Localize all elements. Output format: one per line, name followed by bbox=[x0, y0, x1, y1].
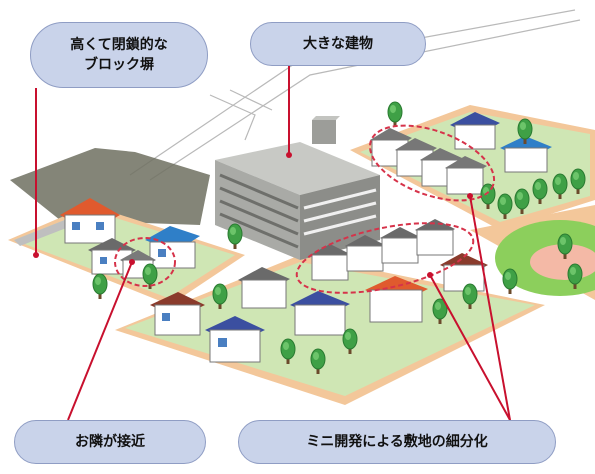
callout-large-building: 大きな建物 bbox=[250, 22, 426, 66]
top-right-houses bbox=[370, 112, 552, 195]
callout-mini-development: ミニ開発による敷地の細分化 bbox=[238, 420, 556, 464]
bottom-lot-houses bbox=[150, 253, 488, 363]
callout-closed-block-wall: 高くて閉鎖的な ブロック塀 bbox=[30, 22, 208, 88]
highlight-ellipses bbox=[114, 124, 496, 294]
callout-neighbors-close: お隣が接近 bbox=[14, 420, 206, 464]
leader-lines bbox=[33, 66, 511, 421]
mini-development-houses bbox=[310, 219, 455, 281]
shaded-rooftop-area bbox=[10, 148, 210, 225]
